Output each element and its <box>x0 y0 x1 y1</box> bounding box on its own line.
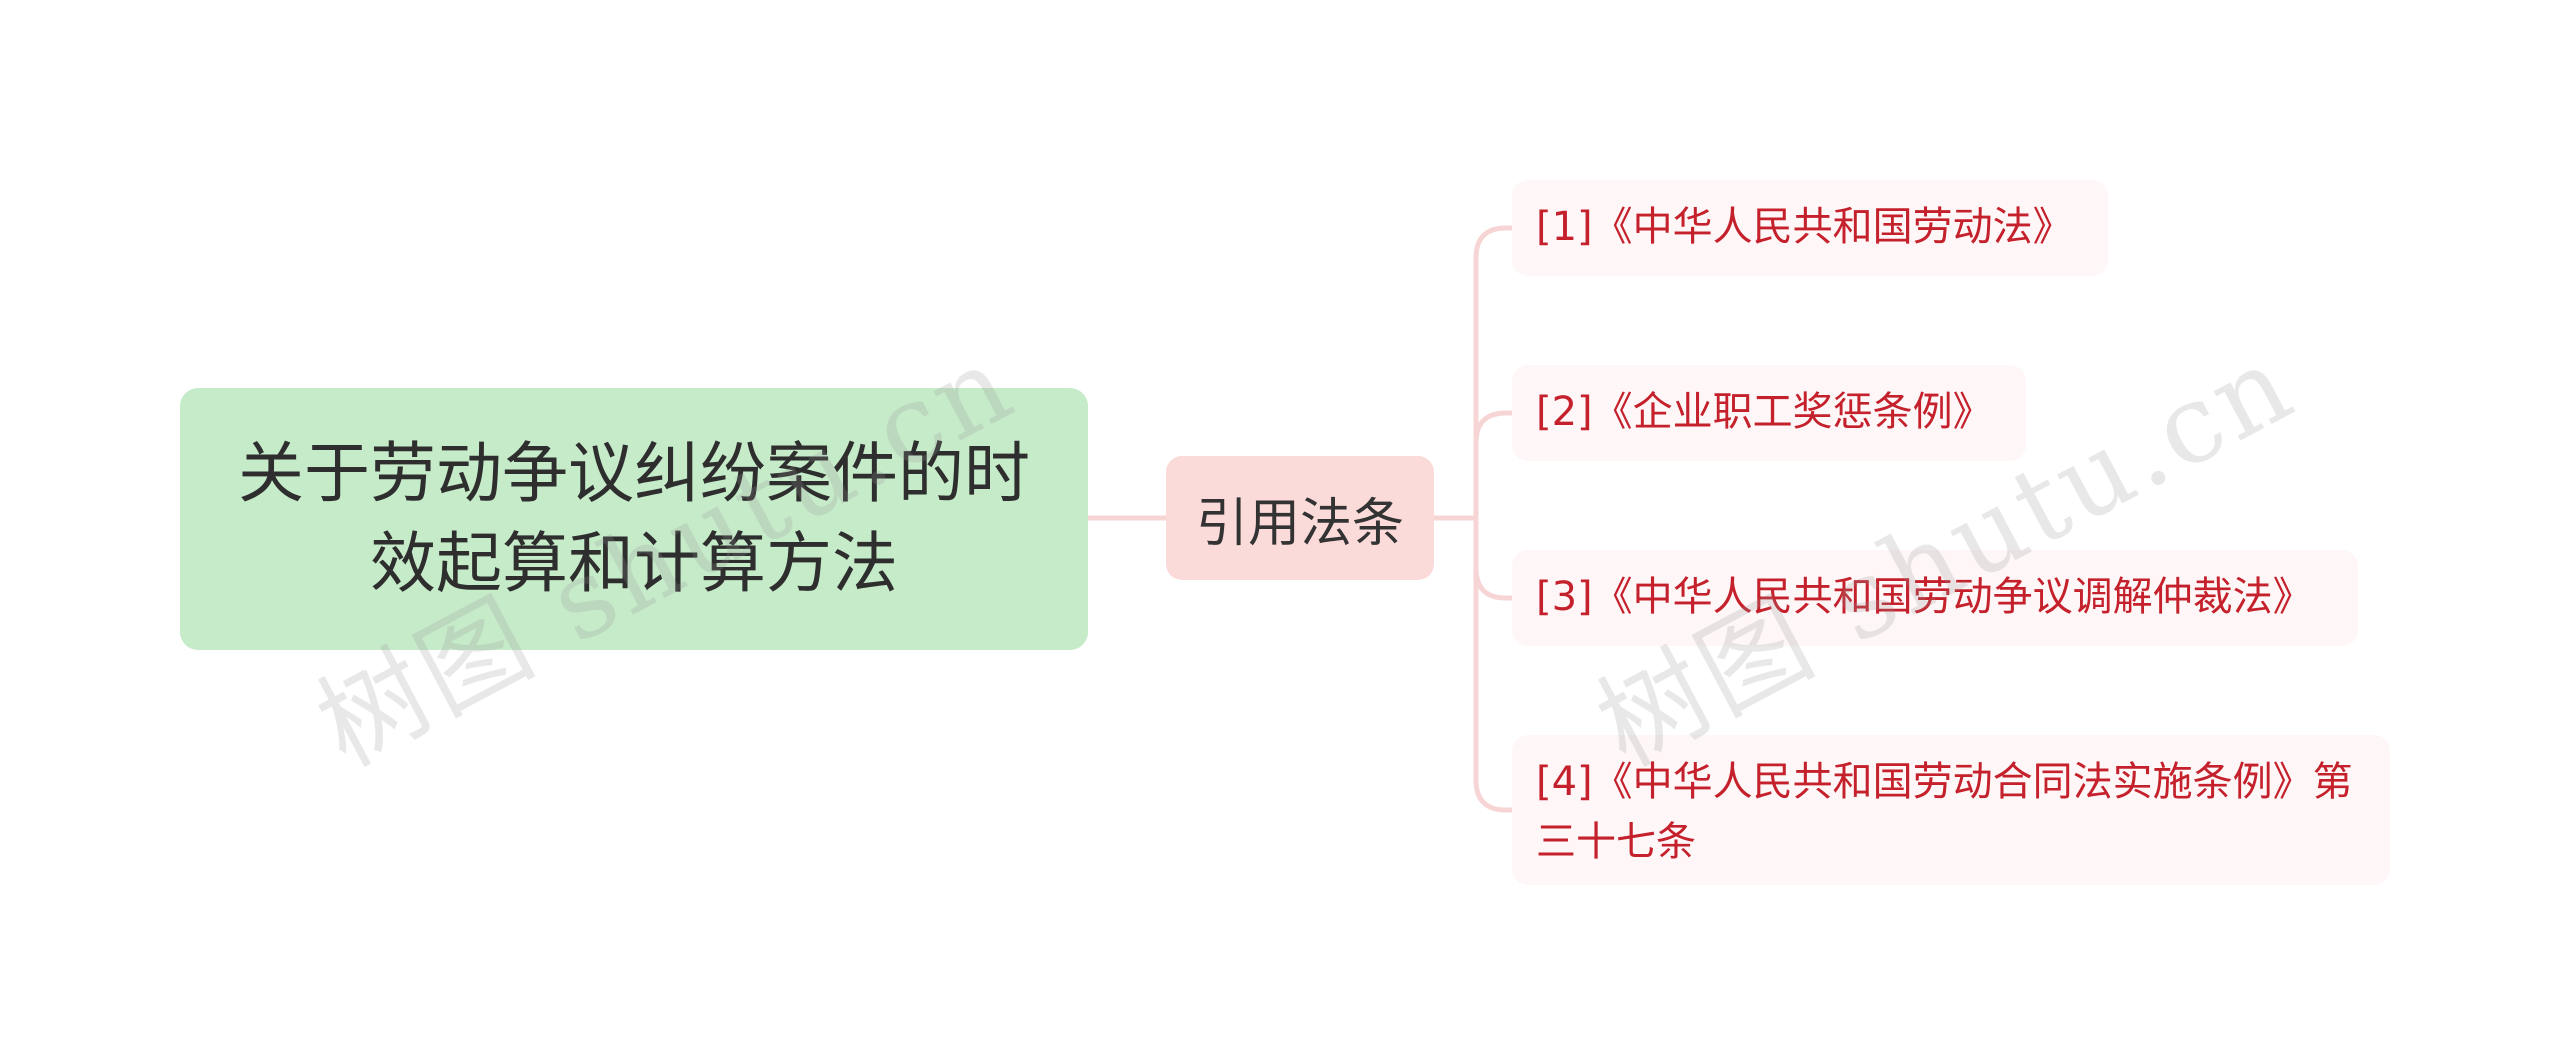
branch-topic-label: 引用法条 <box>1195 493 1404 554</box>
connector-leaf-4 <box>1473 518 1512 813</box>
connector-leaf-2 <box>1473 410 1512 518</box>
leaf-topic-label: [4]《中华人民共和国劳动合同法实施条例》第三十七条 <box>1536 759 2353 865</box>
root-topic-label: 关于劳动争议纠纷案件的时效起算和计算方法 <box>238 435 1030 602</box>
connector-leaf-3 <box>1473 518 1512 601</box>
leaf-topic-node-3[interactable]: [3]《中华人民共和国劳动争议调解仲裁法》 <box>1512 550 2358 646</box>
leaf-topic-label: [3]《中华人民共和国劳动争议调解仲裁法》 <box>1536 574 2313 620</box>
branch-topic-node[interactable]: 引用法条 <box>1166 456 1434 580</box>
leaf-topic-node-1[interactable]: [1]《中华人民共和国劳动法》 <box>1512 180 2108 276</box>
connector-leaf-1 <box>1473 225 1512 518</box>
leaf-topic-label: [1]《中华人民共和国劳动法》 <box>1536 204 2073 250</box>
root-topic-node[interactable]: 关于劳动争议纠纷案件的时效起算和计算方法 <box>180 388 1088 650</box>
leaf-topic-node-4[interactable]: [4]《中华人民共和国劳动合同法实施条例》第三十七条 <box>1512 735 2390 885</box>
leaf-topic-label: [2]《企业职工奖惩条例》 <box>1536 389 1993 435</box>
leaf-topic-node-2[interactable]: [2]《企业职工奖惩条例》 <box>1512 365 2026 461</box>
